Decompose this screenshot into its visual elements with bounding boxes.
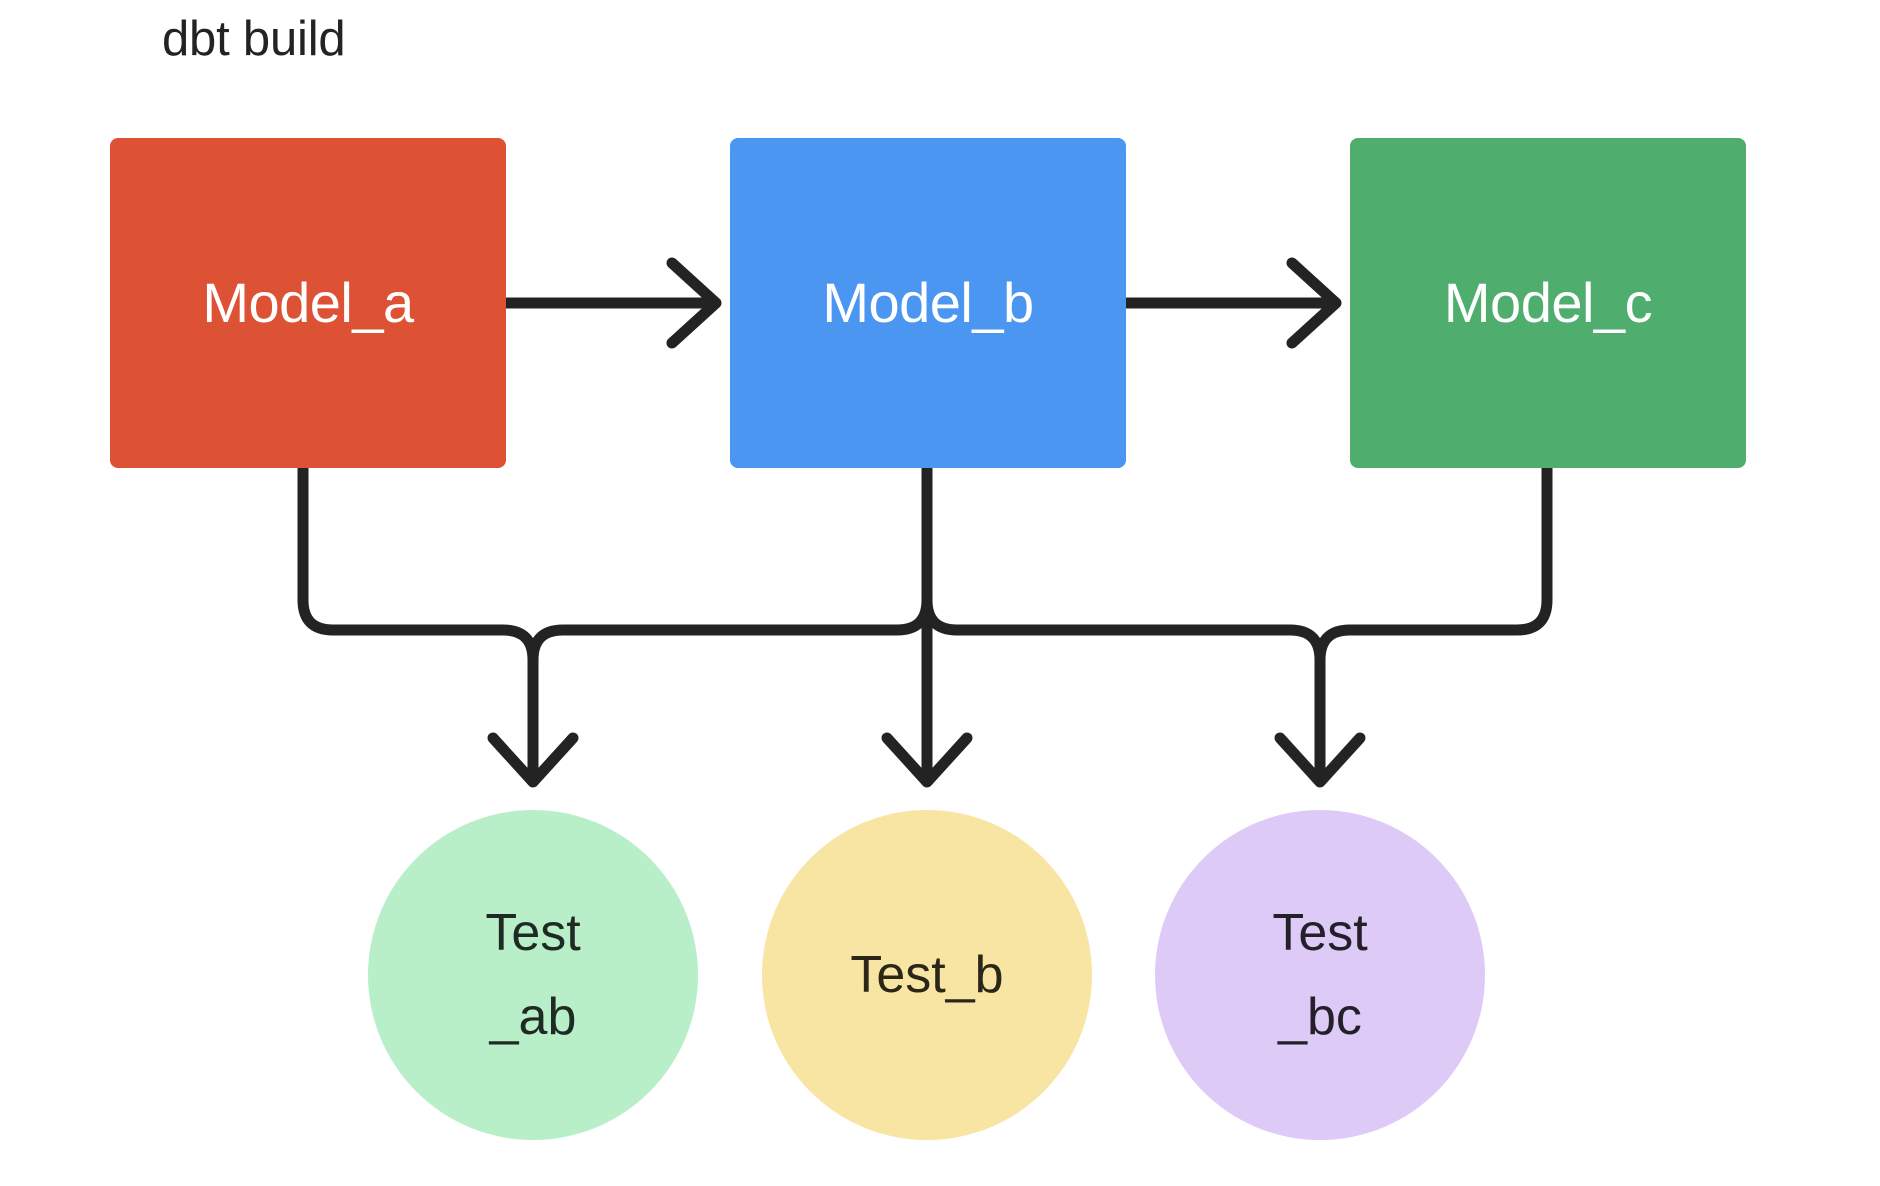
arrowhead-test-bc (1274, 732, 1366, 788)
node-model-a[interactable]: Model_a (110, 138, 506, 468)
node-test-b[interactable]: Test_b (762, 810, 1092, 1140)
node-test-ab[interactable]: Test _ab (368, 810, 698, 1140)
node-test-bc[interactable]: Test _bc (1155, 810, 1485, 1140)
node-model-c-label: Model_c (1443, 271, 1653, 334)
edge-model-b-to-test-ab (527, 462, 933, 666)
node-test-ab-label: Test _ab (485, 904, 581, 1046)
edge-model-c-to-test-bc (1314, 462, 1553, 666)
arrowhead-model-b (666, 257, 722, 349)
arrowhead-test-ab (487, 732, 579, 788)
arrowhead-test-b (881, 732, 973, 788)
node-model-c[interactable]: Model_c (1350, 138, 1746, 468)
node-test-b-label: Test_b (850, 946, 1004, 1004)
edge-model-a-to-test-ab (297, 462, 539, 784)
node-model-b-label: Model_b (822, 271, 1034, 334)
node-model-b[interactable]: Model_b (730, 138, 1126, 468)
diagram-title: dbt build (162, 12, 346, 66)
node-test-bc-label: Test _bc (1272, 904, 1368, 1046)
node-model-a-label: Model_a (202, 271, 414, 334)
arrowhead-model-c (1286, 257, 1342, 349)
edge-model-b-to-test-bc (921, 594, 1326, 784)
